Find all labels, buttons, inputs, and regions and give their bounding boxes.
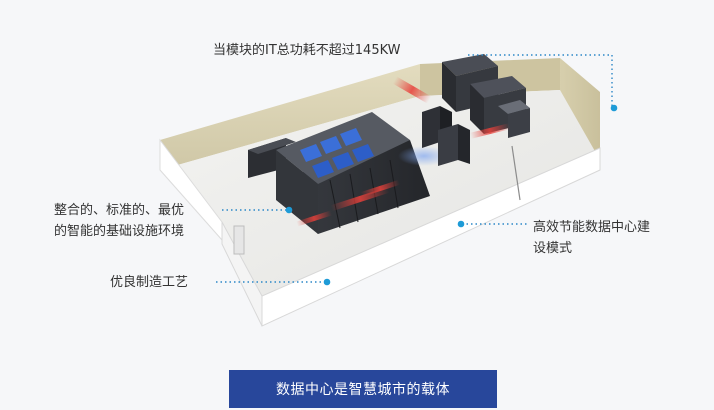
hot-air-ups-2 bbox=[469, 123, 511, 139]
rack-row-top bbox=[276, 112, 410, 184]
dot-efficient bbox=[457, 220, 465, 228]
cooling-unit-2 bbox=[438, 124, 458, 166]
callout-leaders bbox=[216, 54, 613, 283]
cooling-unit-1 bbox=[422, 106, 440, 148]
callout-efficient-model: 高效节能数据中心建 设模式 bbox=[533, 217, 650, 259]
back-wall bbox=[160, 64, 420, 170]
ups-block-1-face bbox=[442, 62, 456, 112]
equipment bbox=[248, 54, 530, 234]
leader-power bbox=[468, 54, 613, 106]
battery-cabinet bbox=[498, 100, 530, 114]
caption-banner: 数据中心是智慧城市的载体 bbox=[229, 370, 497, 408]
rack-row-left bbox=[276, 150, 318, 234]
callout-integrated-environment: 整合的、标准的、最优 的智能的基础设施环境 bbox=[54, 200, 184, 242]
callout-dots bbox=[285, 104, 618, 286]
hot-air-front bbox=[360, 179, 400, 198]
side-cabinet-top bbox=[248, 138, 296, 154]
callout-integrated-line2: 的智能的基础设施环境 bbox=[54, 224, 185, 239]
callout-efficient-line1: 高效节能数据中心建 bbox=[533, 220, 651, 235]
door bbox=[233, 225, 245, 255]
dot-power bbox=[610, 104, 618, 112]
hot-air-rack bbox=[330, 186, 390, 212]
dot-quality bbox=[323, 278, 331, 286]
partition bbox=[511, 145, 521, 201]
cold-aisle-tiles bbox=[300, 128, 374, 178]
callout-integrated-line1: 整合的、标准的、最优 bbox=[54, 203, 185, 218]
ups-block-2-face bbox=[470, 84, 484, 134]
caption-banner-label: 数据中心是智慧城市的载体 bbox=[276, 382, 450, 398]
callout-efficient-line2: 设模式 bbox=[533, 241, 573, 256]
cold-air-glow bbox=[398, 146, 450, 166]
hot-air-ups bbox=[392, 76, 432, 104]
dot-integrated bbox=[285, 206, 293, 214]
battery-cabinet-front bbox=[508, 108, 530, 138]
callout-quality: 优良制造工艺 bbox=[110, 275, 189, 290]
cooling-unit-2-front bbox=[458, 124, 470, 164]
front-long-wall bbox=[261, 147, 601, 327]
callout-power: 当模块的IT总功耗不超过145KW bbox=[213, 43, 401, 58]
ups-block-2 bbox=[470, 76, 526, 98]
ups-block-1 bbox=[442, 54, 498, 76]
hot-air-rack-2 bbox=[296, 210, 333, 227]
